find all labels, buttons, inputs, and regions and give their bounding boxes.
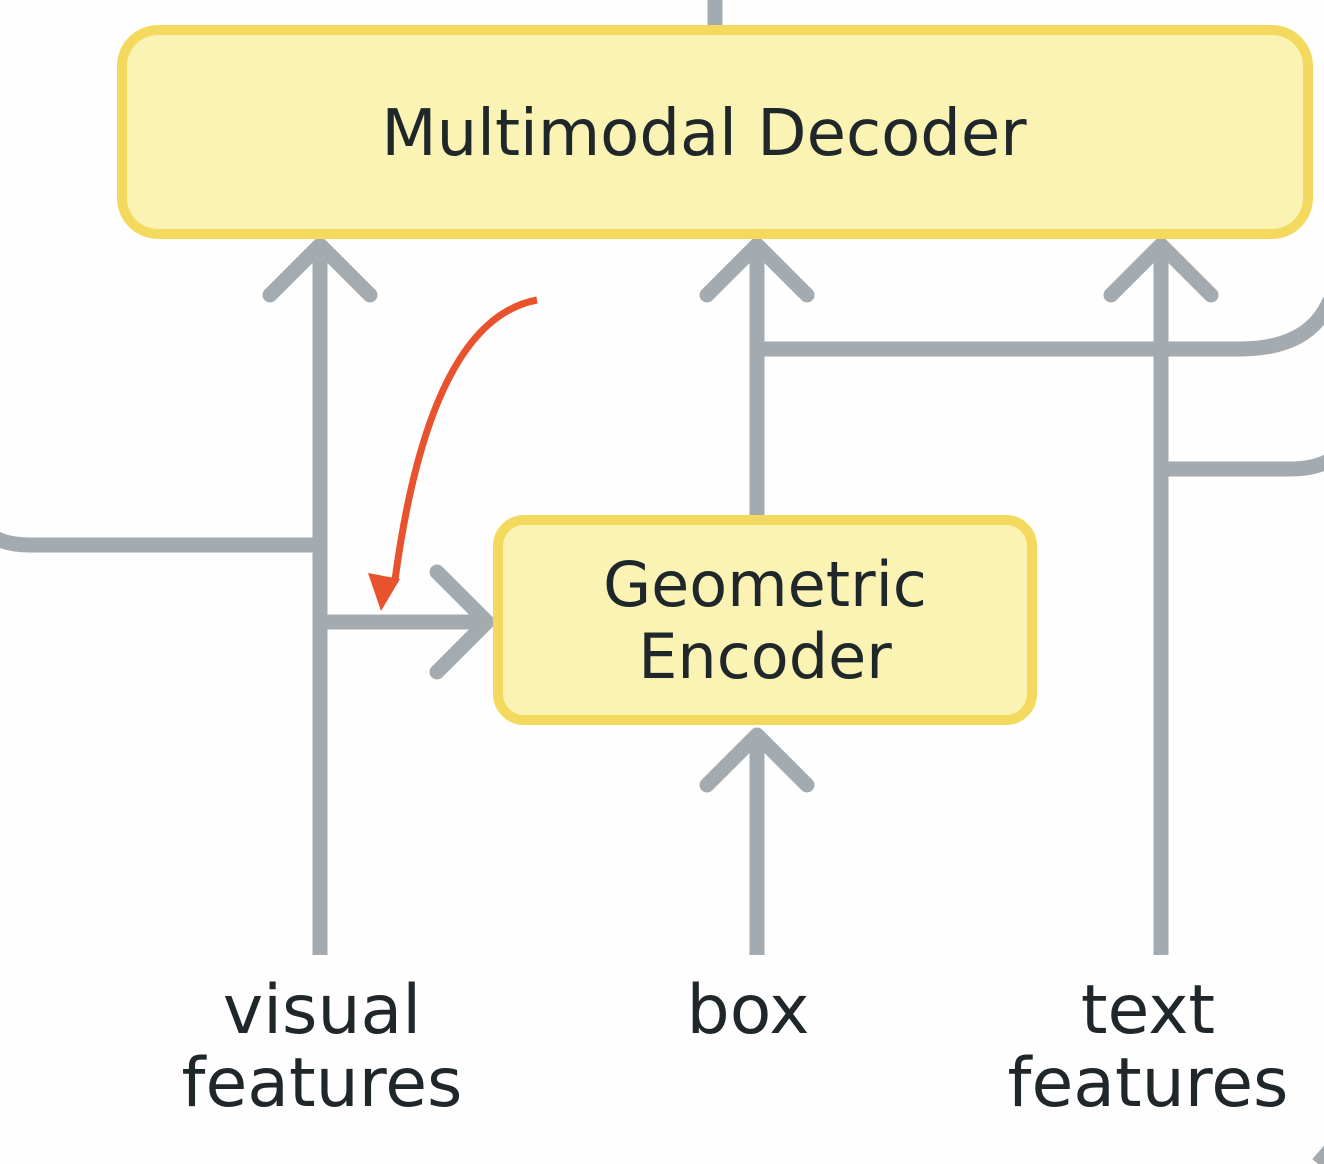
visual-to-encoder-arrowhead (429, 564, 495, 680)
geometric-encoder-label-line2: Encoder (638, 620, 892, 693)
highlight-arrow (368, 296, 538, 611)
multimodal-decoder-node: Multimodal Decoder (117, 25, 1313, 239)
visual-features-label-line1: visual (223, 971, 421, 1050)
right-loop-bottom-connector (1161, 454, 1324, 477)
visual-to-decoder-arrowhead (262, 237, 378, 303)
text-features-label-line2: features (1008, 1044, 1289, 1123)
left-loop-connector (0, 531, 320, 553)
box-label: box (687, 971, 810, 1050)
visual-features-label-line2: features (182, 1044, 463, 1123)
geometric-encoder-label-line1: Geometric (603, 548, 927, 621)
highlight-arrowhead (368, 573, 400, 611)
box-to-encoder-arrowhead (699, 727, 815, 793)
right-loop-top-connector (757, 296, 1324, 357)
text-features-label-line1: text (1081, 971, 1215, 1050)
text-to-decoder-arrowhead (1103, 237, 1219, 303)
encoder-to-decoder-arrowhead (699, 237, 815, 303)
geometric-encoder-node: Geometric Encoder (493, 515, 1037, 725)
corner-fragment (1312, 1145, 1324, 1164)
multimodal-decoder-label: Multimodal Decoder (381, 97, 1027, 171)
